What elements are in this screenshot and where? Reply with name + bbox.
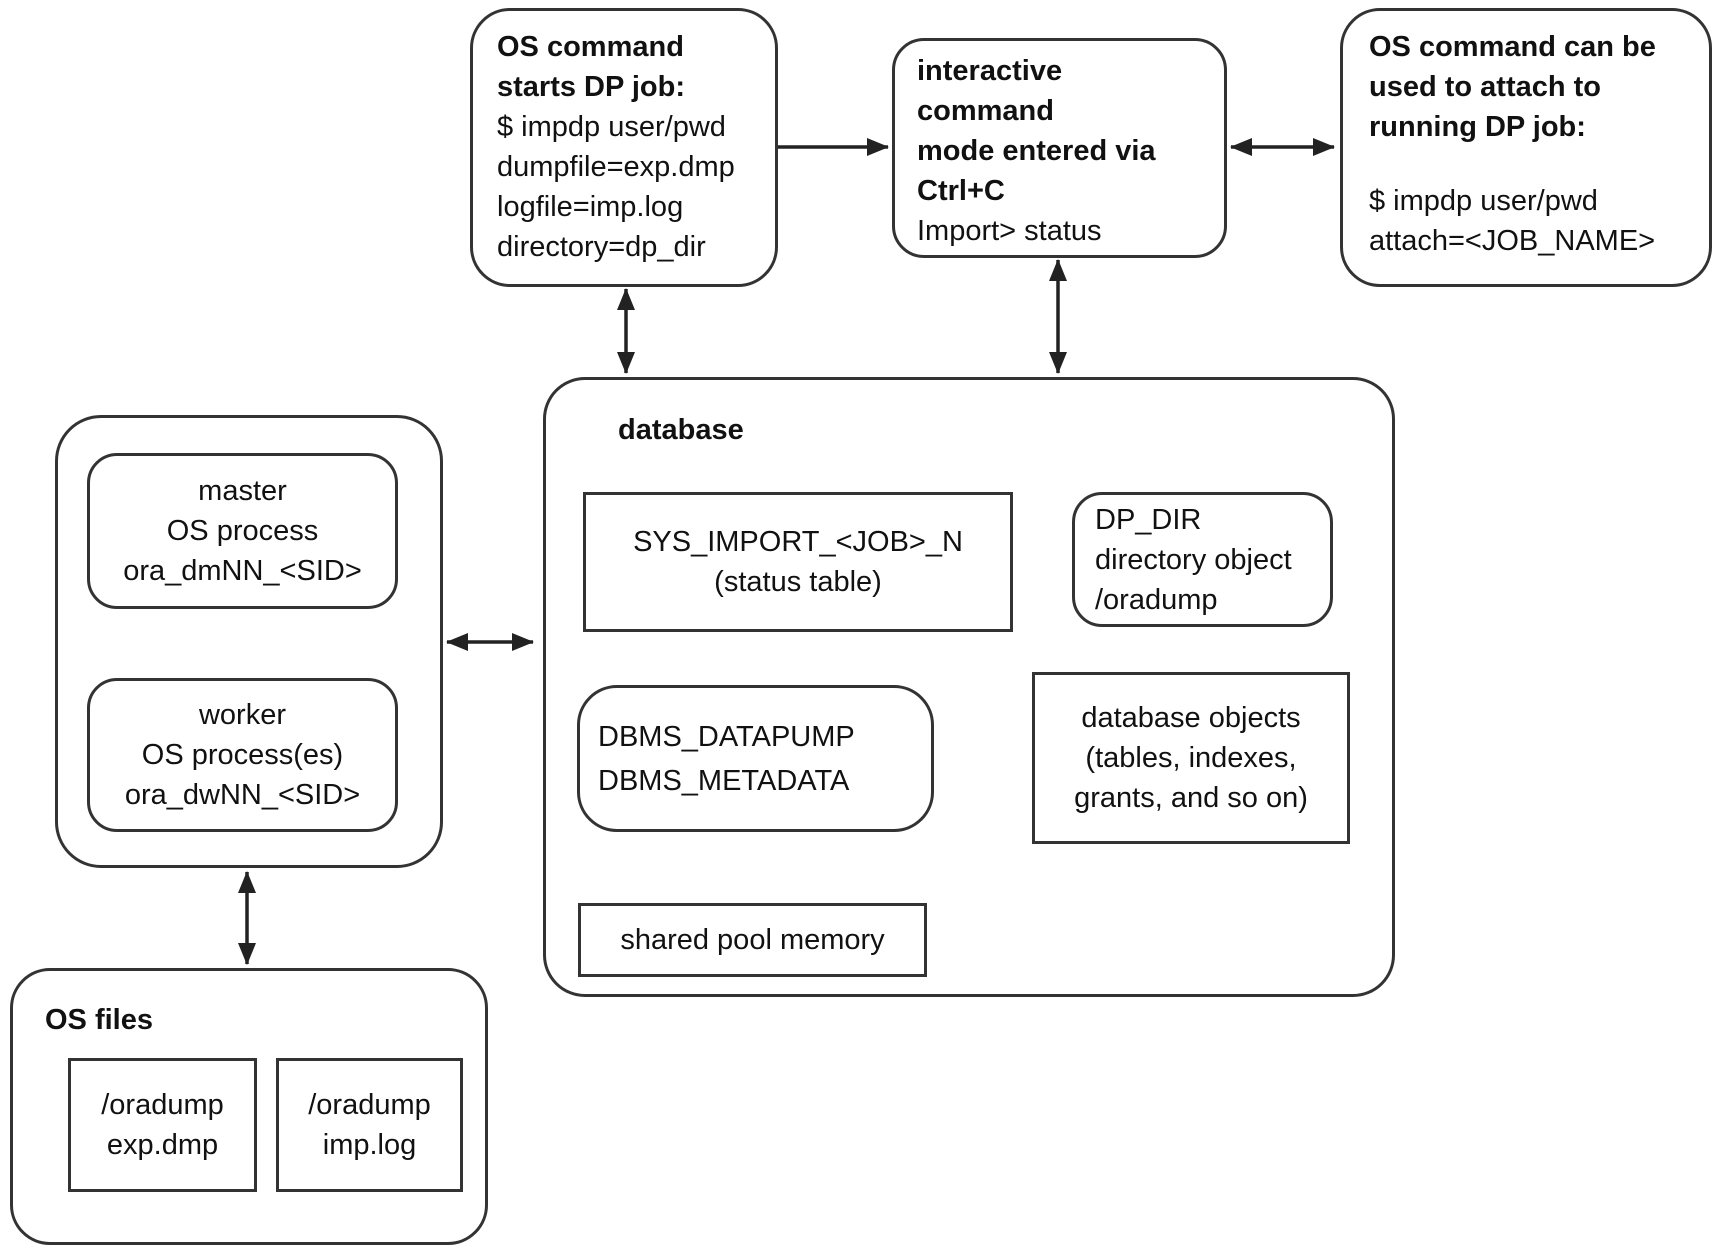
box-text-line: DBMS_DATAPUMP bbox=[598, 720, 855, 753]
box-text-line: OS command can be bbox=[1369, 31, 1656, 63]
box-text-line: /oradump bbox=[1095, 583, 1218, 616]
box-text-line: (status table) bbox=[714, 566, 882, 598]
box-text-line: mode entered via bbox=[917, 135, 1156, 167]
box-text-line: DP_DIR bbox=[1095, 503, 1202, 536]
os-command-start-box: OS command starts DP job: $ impdp user/p… bbox=[470, 8, 778, 287]
box-text-line: worker bbox=[198, 699, 286, 731]
box-text-line: logfile=imp.log bbox=[497, 191, 684, 223]
box-text-line: running DP job: bbox=[1369, 111, 1586, 143]
box-text-line: ora_dwNN_<SID> bbox=[124, 779, 361, 811]
dump-file-box: /oradump exp.dmp bbox=[68, 1058, 257, 1192]
box-text-line: exp.dmp bbox=[106, 1129, 219, 1161]
status-table-box: SYS_IMPORT_<JOB>_N (status table) bbox=[583, 492, 1013, 632]
box-text-line: used to attach to bbox=[1369, 71, 1602, 103]
box-text-line: OS process(es) bbox=[141, 739, 344, 771]
box-text-line: grants, and so on) bbox=[1074, 782, 1308, 814]
box-text-line: shared pool memory bbox=[620, 924, 885, 956]
box-text-line: dumpfile=exp.dmp bbox=[497, 151, 735, 183]
box-text-line: database objects bbox=[1081, 702, 1301, 734]
box-text-line: ora_dmNN_<SID> bbox=[123, 555, 362, 587]
box-text-line: $ impdp user/pwd bbox=[1369, 185, 1598, 217]
box-text-line: imp.log bbox=[322, 1129, 417, 1161]
box-text-line: attach=<JOB_NAME> bbox=[1369, 225, 1656, 257]
box-text-line: /oradump bbox=[308, 1089, 431, 1121]
box-text-line: $ impdp user/pwd bbox=[497, 111, 726, 143]
box-text-line: /oradump bbox=[101, 1089, 224, 1121]
box-text-line: OS command bbox=[497, 31, 684, 63]
box-text-line: OS process bbox=[166, 515, 319, 547]
master-process-box: master OS process ora_dmNN_<SID> bbox=[87, 453, 398, 609]
box-text-line: master bbox=[198, 475, 287, 507]
log-file-box: /oradump imp.log bbox=[276, 1058, 463, 1192]
worker-process-box: worker OS process(es) ora_dwNN_<SID> bbox=[87, 678, 398, 832]
dbms-packages-box: DBMS_DATAPUMP DBMS_METADATA bbox=[577, 685, 934, 832]
box-text-line: starts DP job: bbox=[497, 71, 686, 103]
box-text-line: directory=dp_dir bbox=[497, 231, 706, 263]
os-command-attach-box: OS command can be used to attach to runn… bbox=[1340, 8, 1712, 287]
dp-dir-box: DP_DIR directory object /oradump bbox=[1072, 492, 1333, 627]
box-text-line: (tables, indexes, bbox=[1085, 742, 1297, 774]
database-label: database bbox=[618, 414, 744, 446]
box-text-line: Ctrl+C bbox=[917, 175, 1005, 207]
box-text-line: SYS_IMPORT_<JOB>_N bbox=[633, 526, 963, 558]
database-objects-box: database objects (tables, indexes, grant… bbox=[1032, 672, 1350, 844]
box-text-line: DBMS_METADATA bbox=[598, 764, 850, 797]
box-text-line: directory object bbox=[1095, 543, 1292, 576]
os-files-label: OS files bbox=[45, 1004, 153, 1036]
interactive-mode-box: interactive command mode entered via Ctr… bbox=[892, 38, 1227, 258]
box-text-line: interactive bbox=[917, 55, 1063, 87]
shared-pool-box: shared pool memory bbox=[578, 903, 927, 977]
blank-line bbox=[1369, 147, 1701, 181]
box-text-line: Import> status bbox=[917, 215, 1102, 247]
box-text-line: command bbox=[917, 95, 1054, 127]
